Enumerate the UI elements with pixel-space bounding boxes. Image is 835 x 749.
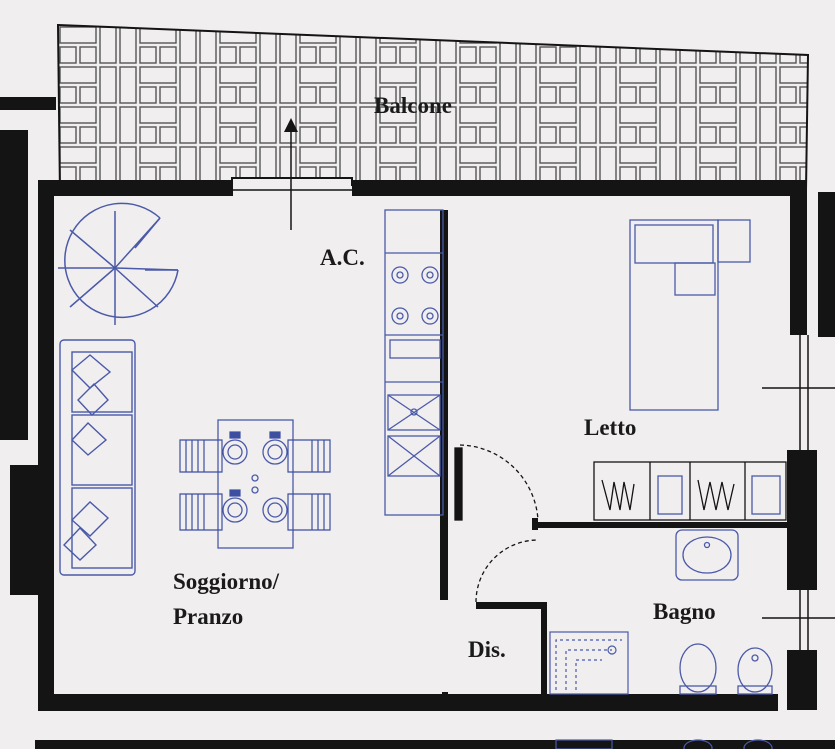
door-bagno <box>475 539 539 603</box>
chairs <box>179 431 331 531</box>
sink-icon <box>387 394 441 477</box>
lower-unit-fixtures <box>555 739 773 749</box>
stove-icon <box>384 209 444 516</box>
toilet-icon <box>679 643 717 695</box>
sofa-icon <box>59 339 136 576</box>
shower-icon <box>549 631 629 695</box>
soggiorno-label-line1: Soggiorno/ <box>173 569 280 594</box>
walls <box>0 97 835 749</box>
chair-icon <box>287 493 331 531</box>
interior-walls <box>440 210 790 696</box>
chair-icon <box>179 439 223 473</box>
wardrobe-icon <box>593 461 787 521</box>
markers <box>442 692 448 708</box>
bidet-icon <box>737 647 773 695</box>
north-arrow-icon <box>284 118 298 230</box>
balcone-label: Balcone <box>374 93 452 118</box>
chair-icon <box>179 493 223 531</box>
window <box>232 189 835 650</box>
soggiorno-label-line2: Pranzo <box>173 604 244 629</box>
door-letto <box>454 444 539 521</box>
bed-icon <box>629 219 751 411</box>
spiral-staircase-icon <box>58 202 179 325</box>
chair-icon <box>287 439 331 473</box>
bagno-label: Bagno <box>653 599 716 624</box>
letto-label: Letto <box>584 415 637 440</box>
dining-table-icon <box>217 419 294 549</box>
washbasin-icon <box>675 529 739 581</box>
ac-label: A.C. <box>320 245 365 270</box>
dis-label: Dis. <box>468 637 506 662</box>
